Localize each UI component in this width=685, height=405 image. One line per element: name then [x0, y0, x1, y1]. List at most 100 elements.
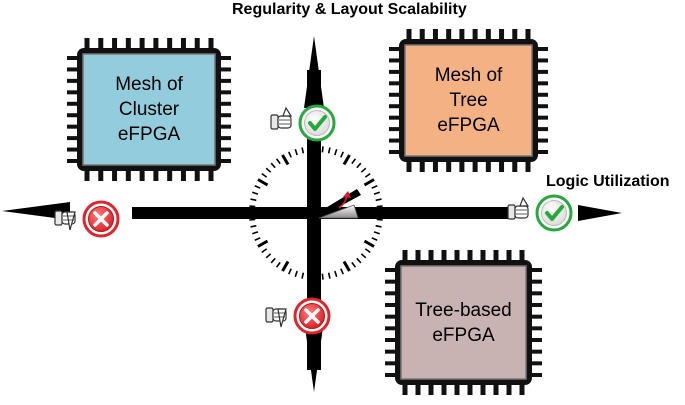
chip-pin — [530, 326, 542, 331]
chip-pin — [499, 29, 505, 41]
y-axis-bar — [307, 70, 321, 370]
chip-pin — [506, 383, 512, 395]
clock-tick — [252, 231, 259, 235]
thumbs-down-icon — [54, 210, 76, 231]
chip-pin — [153, 169, 159, 181]
chip-pin — [389, 69, 401, 74]
x-axis-arrow-right — [578, 205, 622, 221]
chip-pin — [219, 147, 231, 152]
marker-bottom — [265, 297, 331, 335]
chip-pin — [389, 104, 401, 109]
chip-pin — [389, 92, 401, 97]
clock-tick — [373, 191, 380, 195]
clock-tick — [376, 218, 383, 221]
chip-pin — [525, 29, 531, 41]
chip-mesh-of-cluster-label: Mesh of Cluster eFPGA — [83, 54, 215, 165]
clock-tick — [261, 248, 268, 254]
chip-pin — [530, 268, 542, 272]
thumbs-down-icon — [265, 307, 287, 328]
chip-die — [82, 53, 216, 166]
clock-tick — [363, 239, 375, 248]
chip-pin — [432, 29, 438, 41]
chip-pin — [389, 138, 401, 143]
clock-tick — [371, 185, 378, 189]
chip-pin — [194, 169, 200, 181]
chip-pin — [219, 113, 231, 118]
chip-pin — [180, 169, 186, 181]
clock-tick — [371, 237, 378, 241]
thumbs-up-icon — [270, 106, 293, 130]
chip-pin — [519, 250, 525, 262]
chip-pin — [219, 56, 231, 60]
clock-tick — [294, 270, 298, 277]
clock-tick — [288, 268, 292, 275]
chip-pin — [472, 160, 478, 172]
chip-pin — [467, 250, 473, 262]
x-axis-title: Logic Utilization — [546, 173, 670, 190]
clock-tick — [363, 178, 375, 187]
chip-pin — [406, 29, 412, 41]
chip-pin — [219, 136, 231, 141]
chip-pin — [208, 169, 214, 181]
chip-label-line: Tree-based — [415, 299, 512, 321]
chip-pin — [208, 38, 214, 50]
cross-icon — [304, 308, 320, 324]
chip-pin — [446, 160, 452, 172]
chip-pin — [525, 160, 531, 172]
chip-pin — [415, 383, 421, 395]
chip-pin — [389, 150, 401, 154]
chip-pin — [406, 160, 412, 172]
chip-pin — [441, 250, 447, 262]
chip-pin — [536, 92, 548, 97]
clock-tick — [364, 248, 371, 254]
chip-pin — [389, 47, 401, 51]
chip-pin — [385, 373, 397, 377]
chip-pin — [530, 349, 542, 354]
chip-pin — [139, 169, 145, 181]
chip-pin — [84, 169, 90, 181]
chip-pin — [459, 29, 465, 41]
chip-pin — [536, 58, 548, 63]
chip-pin — [530, 303, 542, 307]
chip-pin — [530, 291, 542, 296]
clock-tick — [250, 198, 257, 202]
clock-tick — [265, 167, 272, 173]
y-axis-arrow-down — [304, 320, 324, 392]
x-axis-arrow-left — [2, 202, 70, 220]
clock-tick — [340, 268, 344, 275]
chip-label-line: eFPGA — [437, 115, 500, 136]
clock-tick — [254, 185, 261, 189]
chip-pin — [67, 159, 79, 163]
chip-pin — [139, 38, 145, 50]
rotation-arrowhead-icon — [343, 191, 351, 198]
chip-pin — [389, 81, 401, 86]
clock-tick — [275, 158, 281, 165]
chip-pin — [480, 250, 486, 262]
chip-pin — [499, 160, 505, 172]
chip-pin — [219, 78, 231, 83]
chip-pin — [219, 90, 231, 95]
check-icon — [308, 115, 327, 131]
clock-tick — [364, 172, 371, 178]
chip-pin — [385, 326, 397, 331]
chip-pin — [536, 104, 548, 109]
chip-pin — [125, 38, 131, 50]
chip-pin — [67, 124, 79, 129]
chip-pin — [415, 250, 421, 262]
chip-label-line: eFPGA — [117, 124, 181, 145]
chip-die — [404, 44, 533, 157]
chip-tree-based-label: Tree-based eFPGA — [401, 266, 526, 379]
clock-tick — [257, 178, 269, 187]
clock-tick — [261, 172, 268, 178]
chip-pin — [428, 383, 434, 395]
marker-right — [507, 194, 573, 232]
cross-icon — [93, 211, 109, 227]
y-axis-title: Regularity & Layout Scalability — [232, 1, 467, 18]
chip-label-line: Cluster — [118, 99, 180, 120]
chip-label-line: Mesh of — [434, 65, 503, 86]
chip-pin — [385, 314, 397, 319]
chip-tree-based — [385, 250, 542, 395]
clock-tick — [375, 198, 382, 202]
clock-tick — [288, 151, 292, 158]
clock-tick — [356, 162, 362, 169]
